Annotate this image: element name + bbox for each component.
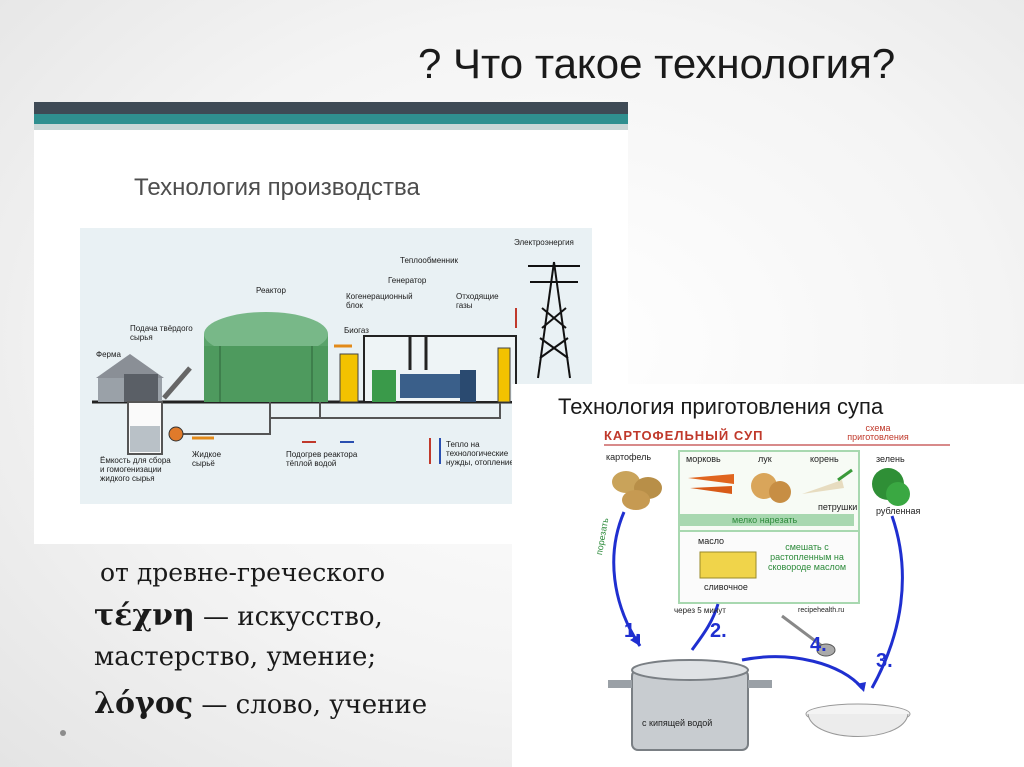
label-after5: через 5 минут <box>674 606 726 615</box>
soup-image: Технология приготовления супа КАРТОФЕЛЬН… <box>512 384 1024 767</box>
label-heat-needs: Тепло на технологические нужды, отоплени… <box>446 440 514 467</box>
chop-label: мелко нарезать <box>732 515 798 525</box>
label-heat-exchanger: Теплообменник <box>400 256 459 265</box>
header-bar-light <box>34 124 628 130</box>
label-boiling: с кипящей водой <box>642 718 713 728</box>
soup-scheme-label: схема приготовления <box>847 423 909 442</box>
soup-dish-title: КАРТОФЕЛЬНЫЙ СУП <box>604 428 764 443</box>
label-biogas: Биогаз <box>344 326 369 335</box>
soup-divider <box>604 444 950 446</box>
label-electricity: Электроэнергия <box>514 238 574 247</box>
step-4: 4. <box>810 634 827 656</box>
label-heating: Подогрев реактора тёплой водой <box>286 450 358 468</box>
factory-diagram: Электроэнергия Теплообменник Генератор Р… <box>80 228 592 504</box>
logos-meaning: — слово, учение <box>193 690 428 720</box>
bullet-dot <box>60 730 66 736</box>
techne-meaning: — искусство, <box>194 602 383 632</box>
text-origin: от древне-греческого <box>100 558 386 587</box>
step-2: 2. <box>710 620 727 642</box>
label-oil: масло <box>698 536 725 546</box>
label-solid-feed: Подача твёрдого сырья <box>130 324 193 342</box>
greek-logos: λόγος <box>94 686 194 721</box>
label-site: recipehealth.ru <box>798 607 845 614</box>
label-liquid: Жидкое сырьё <box>192 450 222 468</box>
label-butter: сливочное <box>704 582 748 592</box>
label-chopped: рубленная <box>876 506 921 516</box>
step-1: 1. <box>624 620 641 642</box>
label-farm: Ферма <box>96 350 121 359</box>
production-title: Технология производства <box>134 174 420 201</box>
label-mix: смешать с растопленным на сковороде масл… <box>767 542 847 572</box>
label-carrot: морковь <box>686 454 721 464</box>
chop-bar <box>680 514 854 526</box>
greek-techne: τέχνη <box>94 598 195 633</box>
text-logos-line: λόγος — слово, учение <box>94 686 427 721</box>
slide-title: ? Что такое технология? <box>418 40 896 87</box>
label-reactor: Реактор <box>256 286 286 295</box>
label-root: корень <box>810 454 839 464</box>
label-greens: зелень <box>876 454 905 464</box>
label-parsley: петрушки <box>818 502 858 512</box>
soup-panel-title: Технология приготовления супа <box>558 394 884 419</box>
header-bar-dark <box>34 102 628 114</box>
header-bar-teal <box>34 114 628 124</box>
soup-illustration <box>608 468 911 751</box>
label-exhaust: Отходящие газы <box>456 292 499 310</box>
factory-illustration <box>92 261 580 464</box>
text-techne-line: τέχνη — искусство, <box>94 598 383 633</box>
label-cogeneration: Когенерационный блок <box>346 292 413 310</box>
label-potato: картофель <box>606 452 652 462</box>
label-generator: Генератор <box>388 276 427 285</box>
step-3: 3. <box>876 650 893 672</box>
label-tank: Ёмкость для сбора и гомогенизации жидког… <box>100 456 171 483</box>
text-mastery-line: мастерство, умение; <box>94 642 377 672</box>
label-onion: лук <box>758 454 772 464</box>
